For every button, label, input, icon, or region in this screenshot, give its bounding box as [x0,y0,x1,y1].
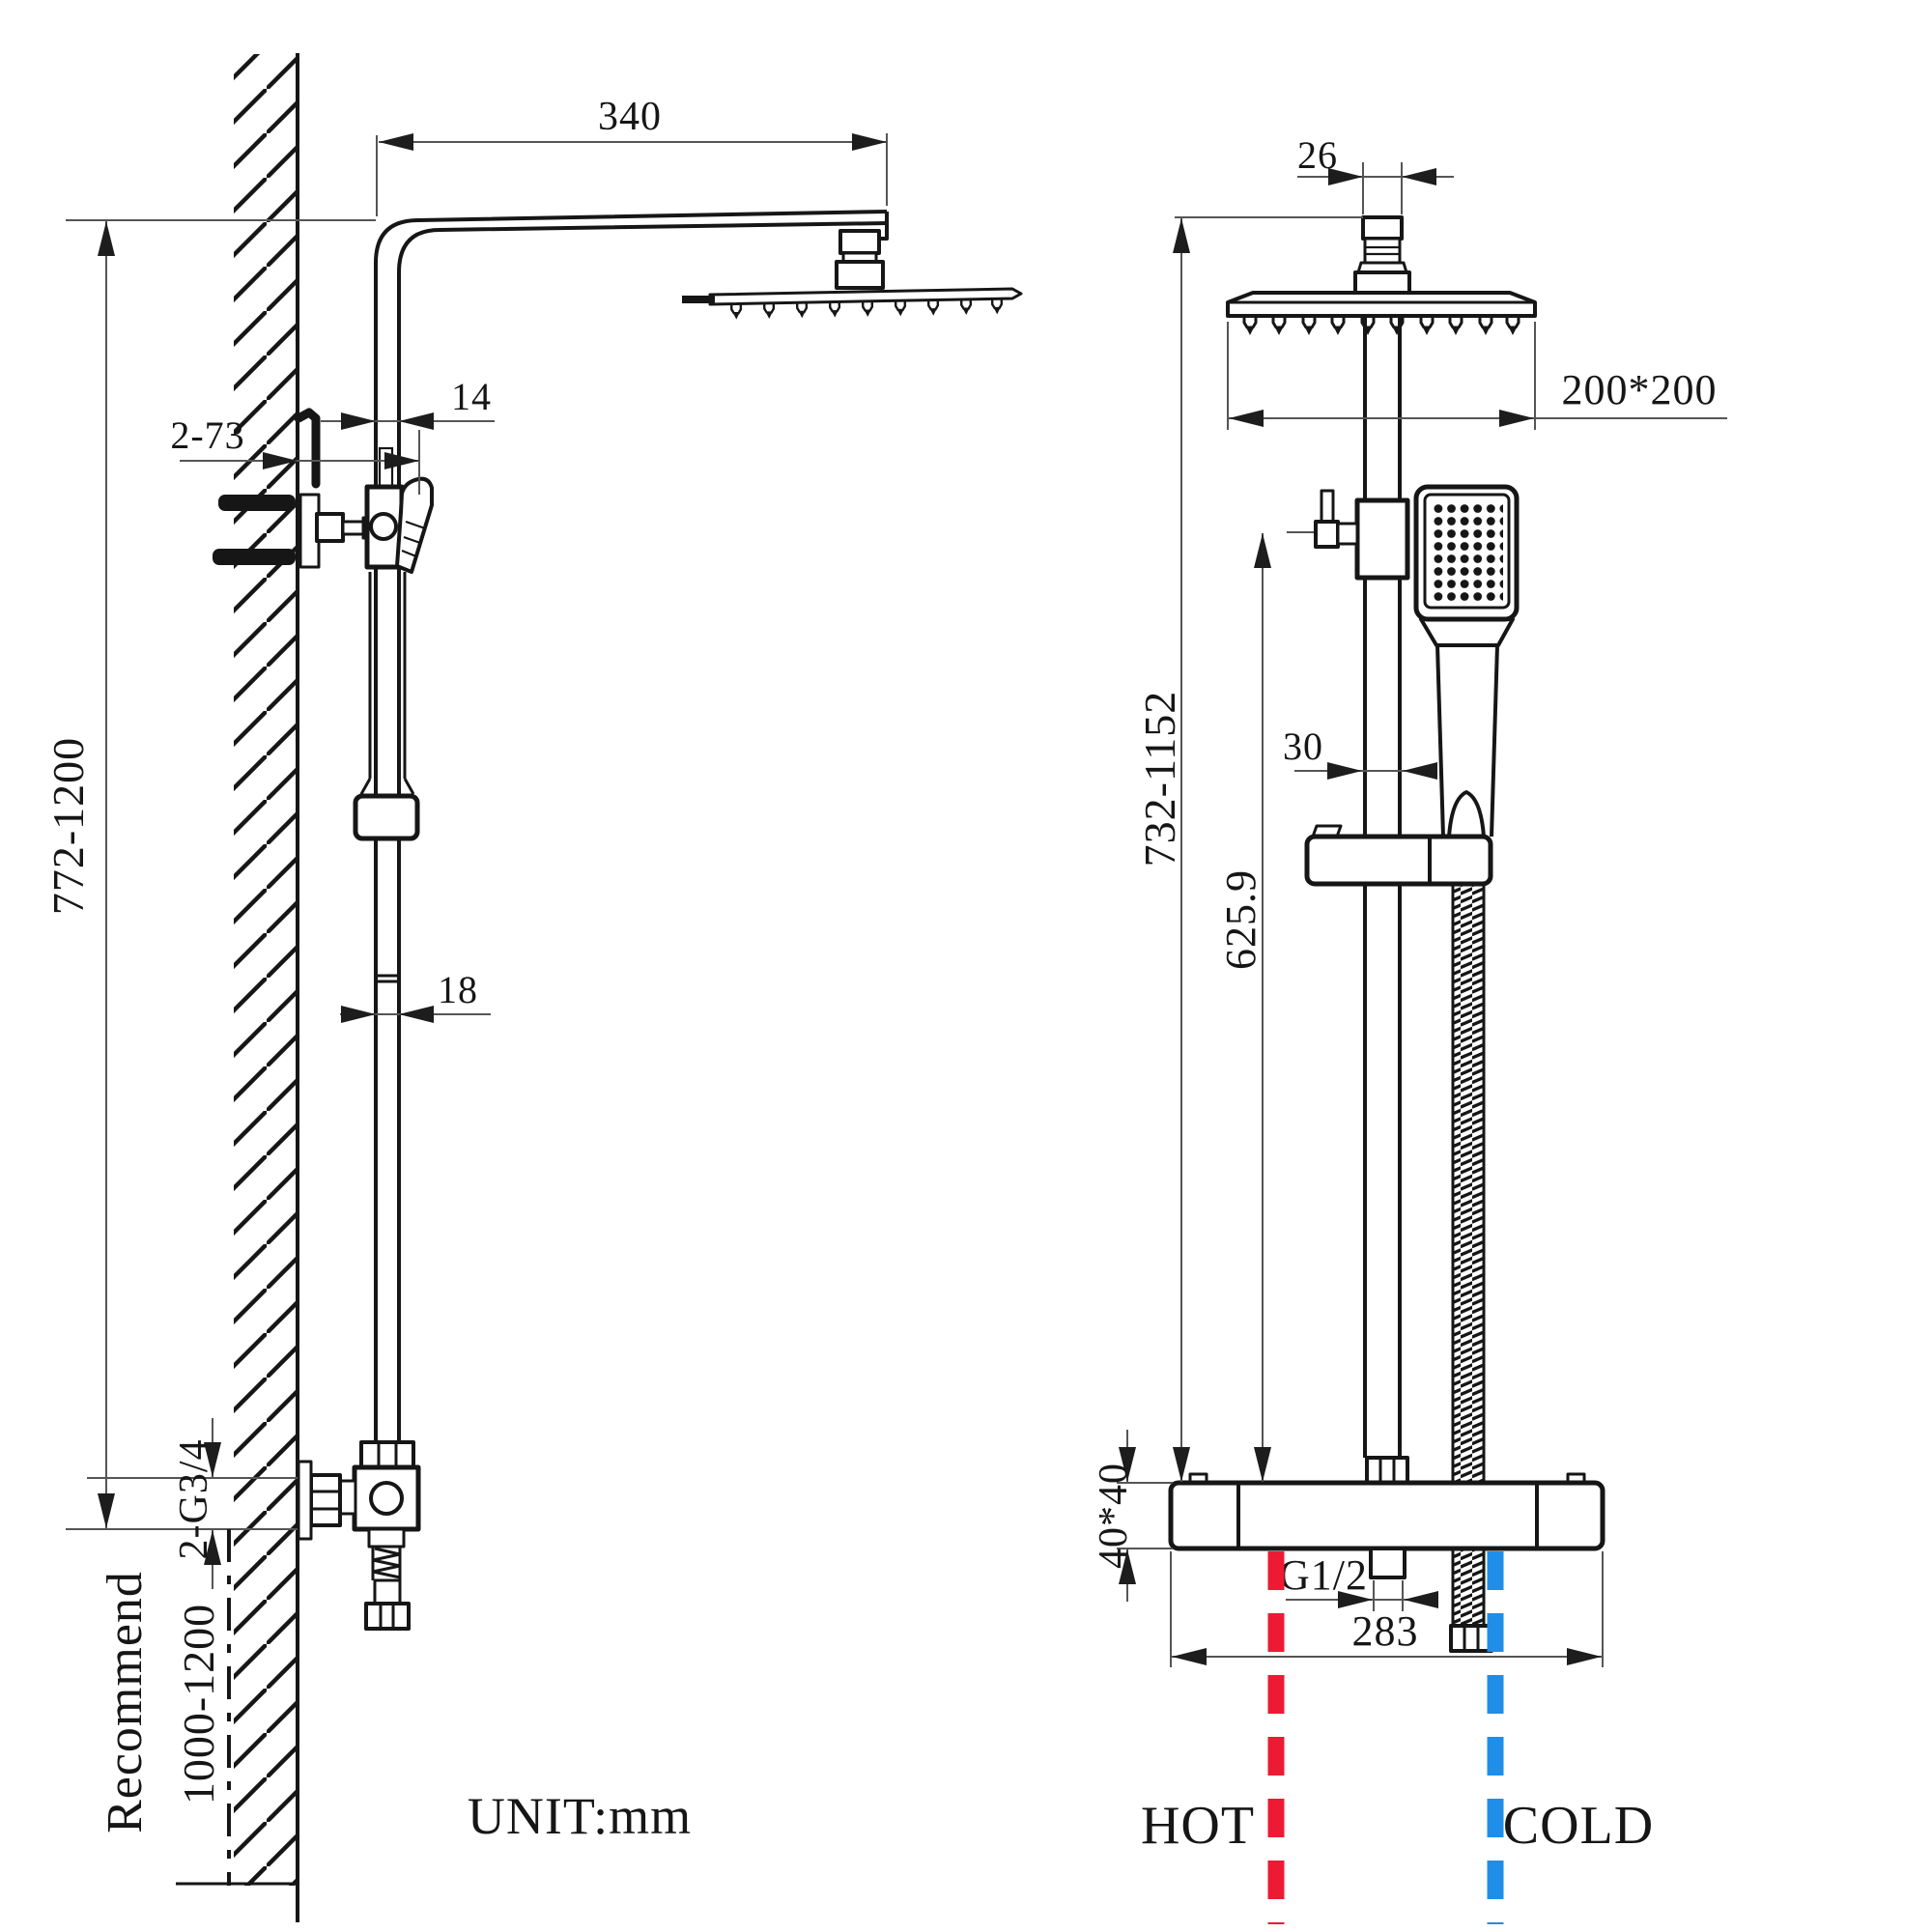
anchor-screw-top [218,495,296,511]
hot-label: HOT [1141,1796,1255,1856]
valve-top-nut [359,1440,415,1469]
flex-spring [371,1547,402,1579]
dim-1000-1200-label: 1000-1200 [174,1604,223,1804]
head-plate-front [1226,291,1537,318]
dim-340-label: 340 [598,95,662,139]
anchor-screw-bottom [213,549,296,565]
bracket-body [1304,834,1493,887]
dim-30-label: 30 [1283,724,1323,768]
wall-hook [294,408,321,489]
dim-625-9: 625.9 [1217,533,1271,1482]
unit-label: UNIT:mm [468,1787,692,1845]
dim-18-label: 18 [438,968,478,1011]
diverter-lever-stem [1320,489,1335,524]
dim-26: 26 [1297,133,1454,214]
dim-625-9-label: 625.9 [1217,869,1264,970]
arm-top-edge [374,210,888,264]
head-plate-side [708,287,1023,306]
outlet-pipe [373,1578,402,1605]
head-plate-left-tip [682,296,715,303]
wall-union-flange [297,1460,313,1541]
dim-40x40-label: 40*40 [1092,1463,1136,1569]
front-view: 26 200*200 732-1152 625.9 [1092,133,1727,1924]
slider-bracket-front [1304,824,1493,887]
supply-indicators: HOT COLD [1141,1551,1654,1924]
recommend-label: Recommend [98,1571,153,1833]
head-connector-upper [838,229,881,255]
dim-2-73-label: 2-73 [170,413,244,457]
hand-shower-front [1413,484,1520,838]
dim-2-73: 2-73 [170,413,420,495]
connector-block-upper [1361,215,1404,241]
mixer-bar [1168,1456,1605,1653]
rain-head-side [682,229,1023,321]
hand-shower-spray-dots [1432,501,1503,601]
dim-40x40: 40*40 [1092,1430,1173,1602]
dim-732-1152-label: 732-1152 [1135,691,1184,867]
wall-union-hex [309,1473,342,1527]
slider-block [353,793,420,841]
dim-200x200: 200*200 [1227,322,1727,430]
rain-head-front [1226,291,1537,337]
dim-200x200-label: 200*200 [1562,366,1718,413]
sleeve-flare [359,778,415,795]
bracket-knob [315,512,345,543]
shower-column-side [374,210,889,1442]
diverter-front [1287,489,1410,581]
connector-shoulder [1353,270,1411,295]
recommend-annotation: Recommend 1000-1200 [98,1529,231,1886]
hand-shower-neck [1419,617,1515,647]
arm-bottom-edge [397,221,888,273]
dim-18: 18 [340,968,491,1023]
dim-g12-label: G1/2 [1279,1551,1368,1599]
valve-left-link [338,1479,357,1516]
outlet-stub [1369,1547,1406,1579]
hose-end-nut [1449,1624,1493,1653]
head-connector-lower [835,260,885,290]
connector-block-striped [1363,237,1402,265]
dim-30: 30 [1283,724,1437,780]
dim-340: 340 [376,95,888,216]
dim-2-g34: 2-G3/4 [87,1418,298,1589]
diverter-body [1354,497,1410,581]
dim-283-label: 283 [1352,1607,1419,1655]
wall-hatching [234,54,298,1886]
valve-port [369,1481,404,1516]
dim-772-1200-label: 772-1200 [43,737,93,915]
outlet-fitting [367,1527,406,1548]
valve-side [297,1440,421,1631]
wall-section [176,53,299,1922]
diverter-lever-knob [1314,520,1340,549]
shower-column-front [1363,316,1402,1458]
dim-g12: G1/2 [1279,1551,1438,1611]
top-connector-front [1353,215,1411,295]
diverter-lever-link [1336,522,1359,546]
dim-283: 283 [1170,1551,1604,1667]
wand-ribs [401,520,426,558]
dim-772-1200: 772-1200 [43,219,376,1530]
head-nozzles-front [1242,314,1520,337]
bracket-stem [341,520,366,536]
slider-side [353,572,420,841]
dim-14-label: 14 [451,375,492,418]
column-base-nut [1365,1456,1409,1485]
holder-pivot [369,512,398,541]
dim-732-1152: 732-1152 [1135,216,1363,1482]
dim-14: 14 [321,375,495,430]
side-view: 340 14 2-73 772-1200 [43,53,1023,1922]
wall-bracket-side [213,408,374,569]
outlet-nut [364,1602,411,1631]
cold-label: COLD [1503,1796,1654,1856]
handle-bell [1447,790,1486,838]
dim-2-g34-label: 2-G3/4 [172,1439,216,1560]
dim-26-label: 26 [1297,133,1338,177]
